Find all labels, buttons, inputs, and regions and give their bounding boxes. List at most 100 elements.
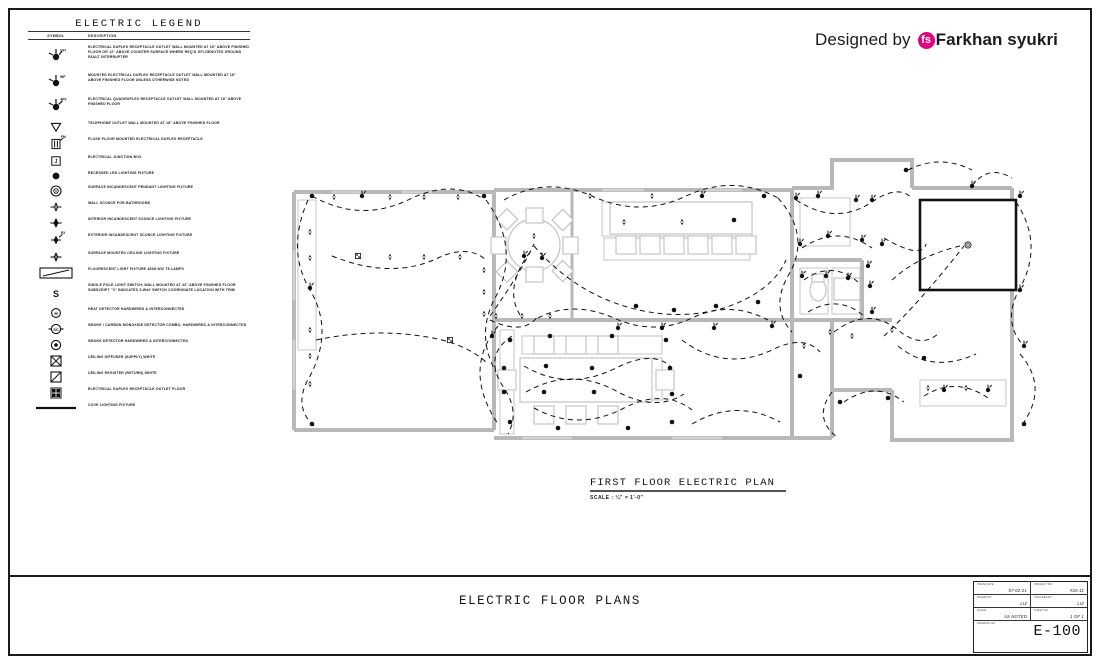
svg-text:J: J [55,159,58,165]
legend-title-rule [28,31,250,32]
legend-description: SURFACE MOUNTED CEILING LIGHTING FIXTURE [88,251,180,255]
scale-value: AS NOTED [1003,614,1027,619]
legend-row: SC SMOKE / CARBON MONOXIDE DETECTOR COMBO… [28,321,250,337]
telephone-outlet-icon [28,119,84,135]
plan-title: FIRST FLOOR ELECTRIC PLAN [590,477,776,489]
legend-description: TELEPHONE OUTLET WALL MOUNTED AT 18" ABO… [88,121,220,125]
issue-date-value: 07-02-21 [1008,588,1027,593]
pendant-light-icon [28,183,84,199]
legend-row: FLUORESCENT LIGHT FIXTURE 48X8 W/2 T8 LA… [28,265,250,281]
plan-conference-table [497,335,675,425]
sheet-number: E-100 [1033,623,1081,640]
legend-row: SURFACE MOUNTED CEILING LIGHTING FIXTURE [28,249,250,265]
legend-row: J ELECTRICAL JUNCTION BOX [28,153,250,169]
plan-island-counter [609,201,757,255]
designer-name: Farkhan syukri [935,30,1058,49]
legend-row: WP MOUNTED ELECTRICAL DUPLEX RECEPTACLE O… [28,71,250,95]
svg-text:WP: WP [60,75,66,79]
junction-box-icon: J [28,153,84,169]
plan-title-rule [590,490,786,492]
svg-text:GFI: GFI [60,49,66,53]
legend-description: HEAT DETECTOR HARDWIRED & INTERCONNECTED [88,307,185,311]
legend-description: COVE LIGHTING FIXTURE [88,403,136,407]
sheet-divider-line [10,575,1090,577]
drawn-by-label: DRAWN BY [977,596,992,599]
legend-description: EXTERIOR INCANDESCENT SCONCE LIGHTING FI… [88,233,193,237]
drawn-by-cell: DRAWN BY LIZ [974,595,1031,607]
plan-deck-room [918,198,1018,292]
interior-sconce-icon [28,215,84,231]
legend-row: SMOKE DETECTOR HARDWIRED & INTERCONNECTE… [28,337,250,353]
drawn-by-value: LIZ [1020,601,1027,606]
sheet-no-value: 1 OF 1 [1070,614,1084,619]
drawing-no-label: DRAWING NO [977,622,996,625]
legend-row: FM FLUSH FLOOR MOUNTED ELECTRICAL DUPLEX … [28,135,250,153]
legend-description: MOUNTED ELECTRICAL DUPLEX RECEPTACLE OUT… [88,73,236,83]
designed-by-label: Designed by [815,30,911,49]
legend-col-symbol: SYMBOL [47,34,65,38]
legend-description: ELECTRICAL DUPLEX RECEPTACLE OUTLET FLOO… [88,387,186,391]
project-no-cell: PROJECT NO #20-11 [1031,582,1087,594]
legend-description: FLUORESCENT LIGHT FIXTURE 48X8 W/2 T8 LA… [88,267,185,271]
heat-detector-icon: H [28,305,84,321]
floor-duplex-receptacle-icon [28,385,84,401]
plan-circuit-wiring [297,161,1036,439]
legend-row: CEILING REGISTER (RETURN) WHITE [28,369,250,385]
checked-by-cell: CHECKED BY LIZ [1031,595,1087,607]
project-no-label: PROJECT NO [1034,583,1053,586]
sheet-no-label: SHEET NO [1034,609,1049,612]
surface-ceiling-light-icon [28,249,84,265]
title-block-row-scale: SCALE AS NOTED SHEET NO 1 OF 1 [974,608,1087,621]
legend-description: SMOKE / CARBON MONOXIDE DETECTOR COMBO, … [88,323,247,327]
svg-text:S: S [53,289,59,299]
title-block: ISSUE DATE 07-02-21 PROJECT NO #20-11 DR… [973,581,1088,653]
svg-text:4PX: 4PX [61,98,68,102]
title-block-row-date: ISSUE DATE 07-02-21 PROJECT NO #20-11 [974,582,1087,595]
plan-openings [292,188,742,440]
legend-row: ELECTRICAL DUPLEX RECEPTACLE OUTLET FLOO… [28,385,250,401]
svg-text:EX: EX [61,231,66,235]
legend-row: CEILING DIFFUSER (SUPPLY) WHITE [28,353,250,369]
recessed-led-icon [28,169,84,183]
svg-text:H: H [54,311,58,316]
duplex-receptacle-gfi-icon: GFI [28,43,84,71]
legend-description: WALL SCONCE FOR BATHROOMS [88,201,151,205]
legend-row: INTERIOR INCANDESCENT SCONCE LIGHTING FI… [28,215,250,231]
project-no-value: #20-11 [1070,588,1084,593]
checked-by-label: CHECKED BY [1034,596,1053,599]
legend-description: RECESSED LED LIGHTING FIXTURE [88,171,155,175]
smoke-detector-icon [28,337,84,353]
svg-text:SC: SC [53,327,59,332]
plan-bathroom-fixtures [809,273,861,302]
legend-row: SURFACE INCANDESCENT PENDANT LIGHTING FI… [28,183,250,199]
legend-description: CEILING REGISTER (RETURN) WHITE [88,371,157,375]
floor-mounted-duplex-icon: FM [28,135,84,153]
legend-description: ELECTRICAL JUNCTION BOX [88,155,142,159]
scale-cell: SCALE AS NOTED [974,608,1031,620]
sheet-bottom-title: ELECTRIC FLOOR PLANS [458,594,642,608]
legend-description: SINGLE POLE LIGHT SWITCH, WALL MOUNTED A… [88,283,236,293]
designed-by-credit: Designed by fs Farkhan syukri [815,30,1058,50]
issue-date-cell: ISSUE DATE 07-02-21 [974,582,1031,594]
single-pole-switch-icon: S [28,281,84,305]
legend-description: FLUSH FLOOR MOUNTED ELECTRICAL DUPLEX RE… [88,137,203,141]
cove-lighting-icon [28,401,84,415]
sheet-no-cell: SHEET NO 1 OF 1 [1031,608,1087,620]
first-floor-electric-plan-drawing [272,140,1062,470]
duplex-receptacle-wp-icon: WP [28,71,84,95]
fluorescent-fixture-icon [28,265,84,281]
plan-scale: SCALE : ¼" = 1'-0" [590,495,644,501]
quadruplex-receptacle-icon: 4PX [28,95,84,119]
legend-description: INTERIOR INCANDESCENT SCONCE LIGHTING FI… [88,217,192,221]
legend-row: COVE LIGHTING FIXTURE [28,401,250,415]
plan-title-block: FIRST FLOOR ELECTRIC PLAN SCALE : ¼" = 1… [590,477,800,501]
issue-date-label: ISSUE DATE [977,583,994,586]
scale-label: SCALE [977,609,987,612]
legend-description: ELECTRICAL QUADRUPLEX RECEPTACLE OUTLET … [88,97,242,107]
fs-logo-icon: fs [917,31,935,49]
legend-row: RECESSED LED LIGHTING FIXTURE [28,169,250,183]
legend-column-headers: SYMBOL DESCRIPTION [28,34,250,38]
legend-description: SMOKE DETECTOR HARDWIRED & INTERCONNECTE… [88,339,189,343]
